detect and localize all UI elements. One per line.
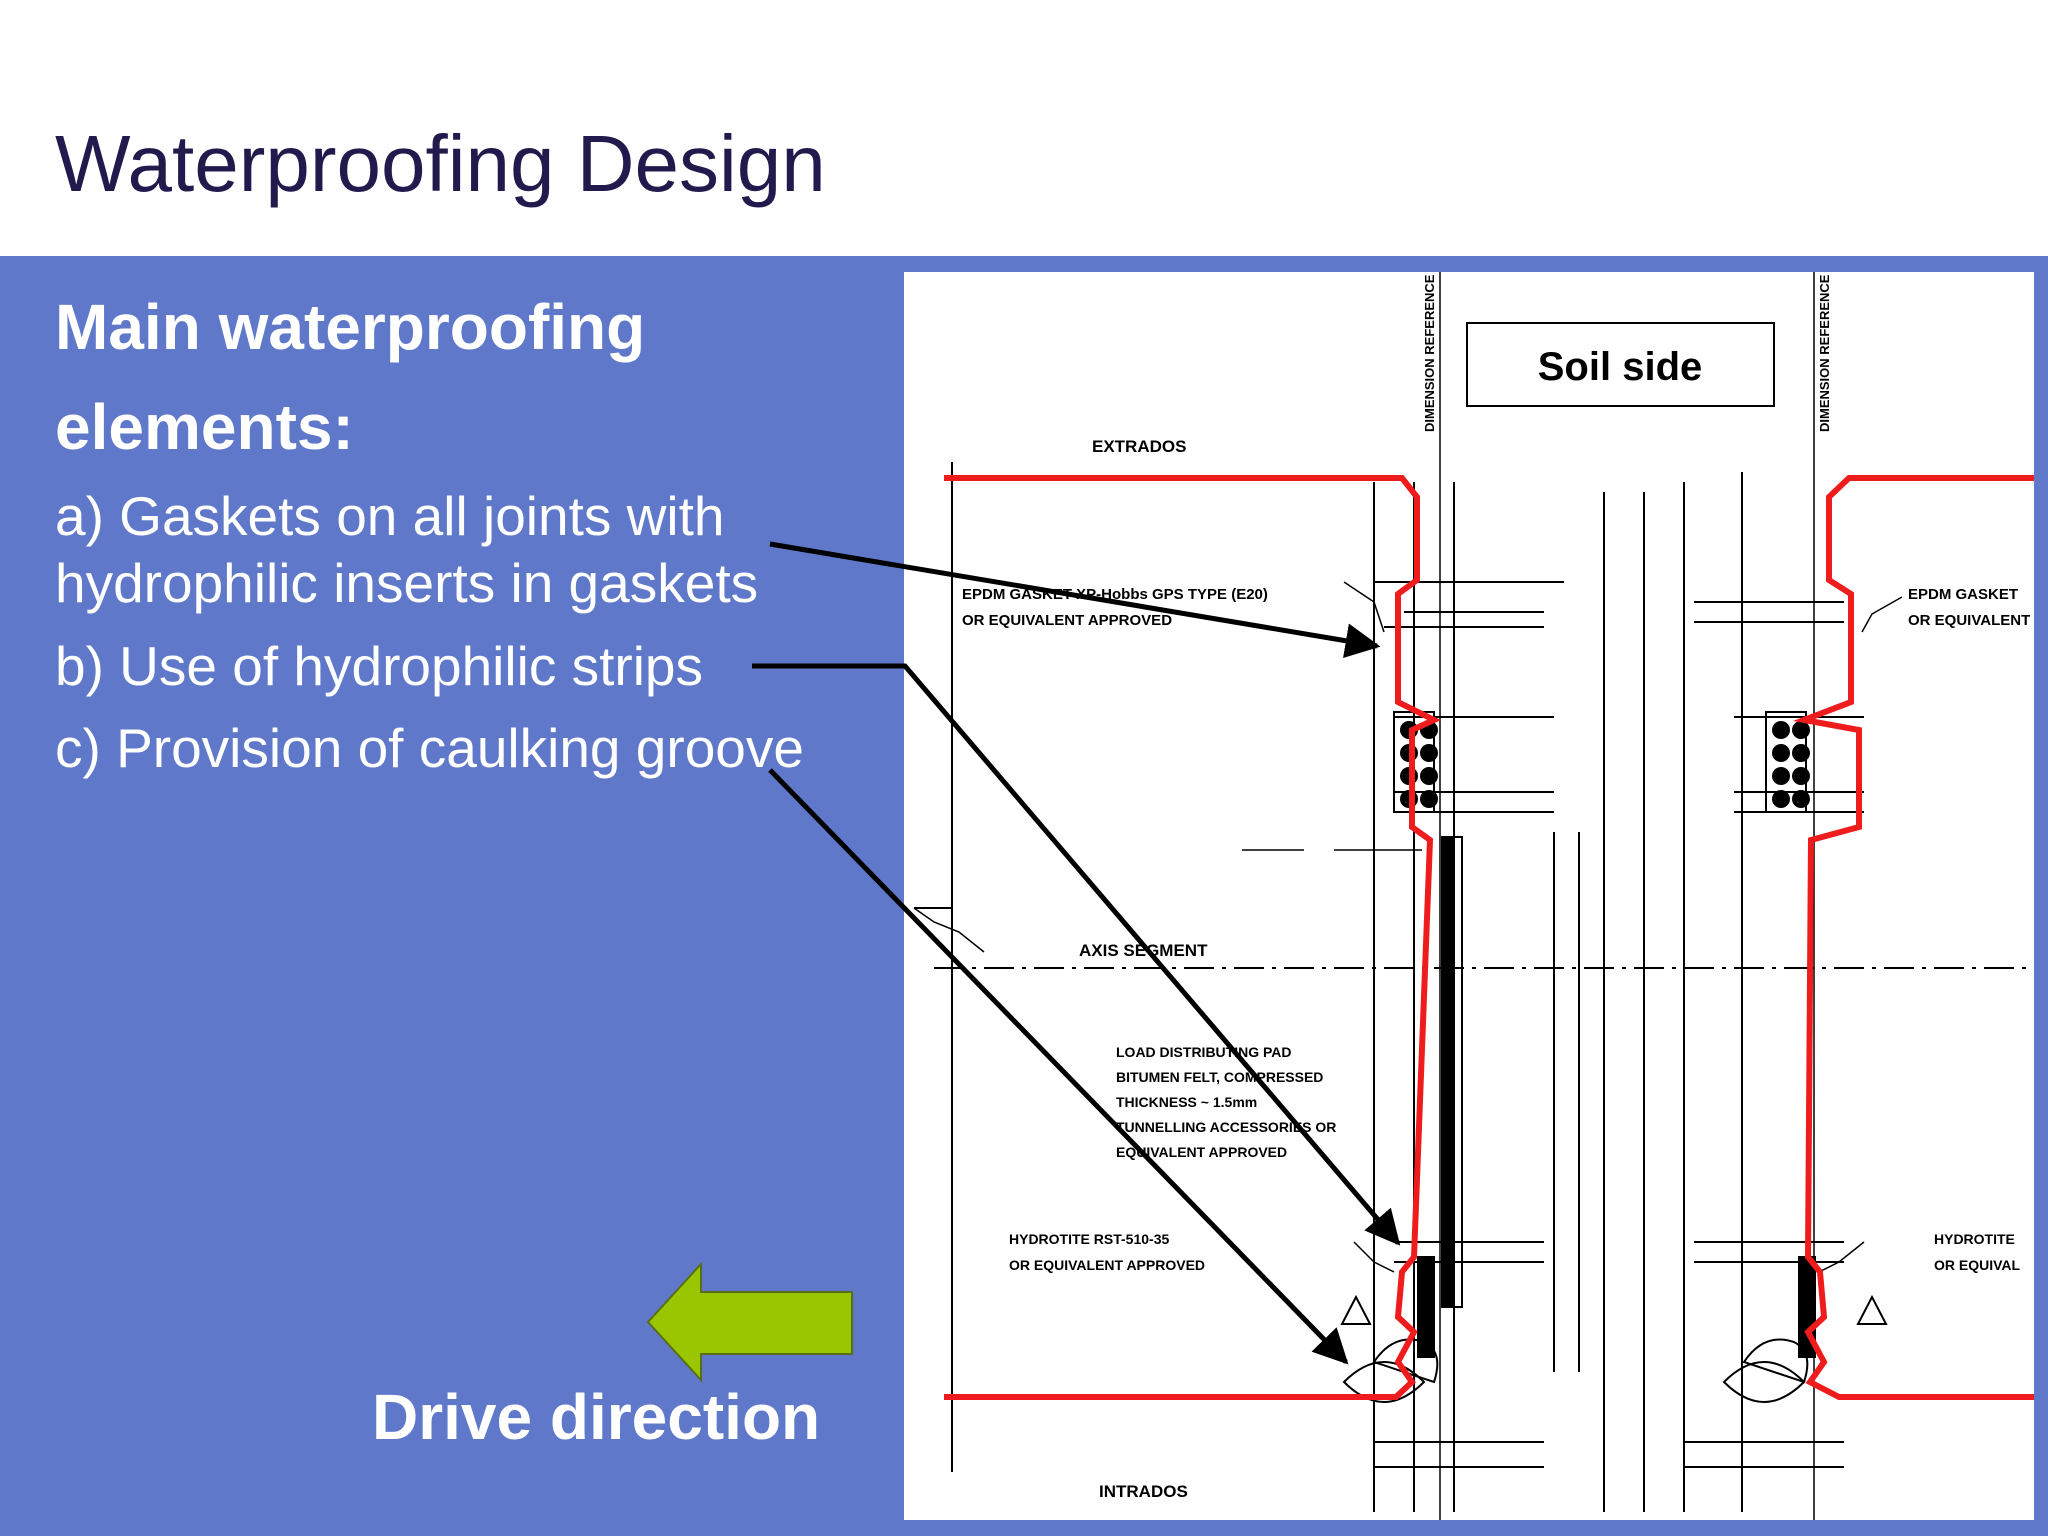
pad-label-1: LOAD DISTRIBUTING PAD	[1116, 1044, 1292, 1060]
intrados-label: INTRADOS	[1099, 1482, 1188, 1501]
axis-segment-label: AXIS SEGMENT	[1079, 941, 1208, 960]
drive-direction-label: Drive direction	[372, 1381, 821, 1453]
item-a-line-1: a) Gaskets on all joints with	[55, 485, 725, 547]
hydrotite-left-label-2: OR EQUIVALENT APPROVED	[1009, 1257, 1205, 1273]
hydrotite-left-label-1: HYDROTITE RST-510-35	[1009, 1231, 1169, 1247]
segment-joint-drawing: Soil side EXTRADOS INTRADOS AXIS SEGMENT…	[904, 227, 2034, 1520]
pad-label-5: EQUIVALENT APPROVED	[1116, 1144, 1287, 1160]
right-membrane	[1792, 475, 2034, 1400]
drive-direction-arrow-icon	[646, 1262, 853, 1383]
heading-line-1: Main waterproofing	[55, 291, 646, 363]
gasket-left-label-2: OR EQUIVALENT APPROVED	[962, 612, 1172, 629]
hydrotite-right-label-2: OR EQUIVAL	[1934, 1257, 2021, 1273]
gasket-right-label-1: EPDM GASKET	[1908, 586, 2018, 603]
extrados-label: EXTRADOS	[1092, 437, 1186, 456]
soil-side-label: Soil side	[1538, 345, 1703, 389]
pad-label-2: BITUMEN FELT, COMPRESSED	[1116, 1069, 1323, 1085]
heading-line-2: elements:	[55, 391, 354, 463]
slide-title: Waterproofing Design	[55, 119, 826, 208]
item-b: b) Use of hydrophilic strips	[55, 635, 704, 697]
pad-label-4: TUNNELLING ACCESSORIES OR	[1116, 1119, 1336, 1135]
callout-arrow-gaskets	[769, 541, 1381, 659]
item-a-line-2: hydrophilic inserts in gaskets	[55, 552, 759, 614]
callout-arrow-strips	[752, 663, 1401, 1246]
gasket-right-label-2: OR EQUIVALENT	[1908, 612, 2030, 629]
pad-label-3: THICKNESS ~ 1.5mm	[1116, 1094, 1257, 1110]
hydrotite-right-label-1: HYDROTITE	[1934, 1231, 2015, 1247]
reference-plane-left-label: DIMENSION REFERENCE PLANE	[1422, 272, 1437, 432]
reference-plane-right-label: DIMENSION REFERENCE PLANE	[1817, 272, 1832, 432]
drawing-svg: Soil side EXTRADOS INTRADOS AXIS SEGMENT…	[913, 227, 2034, 1520]
item-c: c) Provision of caulking groove	[55, 717, 804, 779]
left-membrane	[944, 475, 1441, 1400]
callout-arrow-caulking	[768, 768, 1349, 1365]
